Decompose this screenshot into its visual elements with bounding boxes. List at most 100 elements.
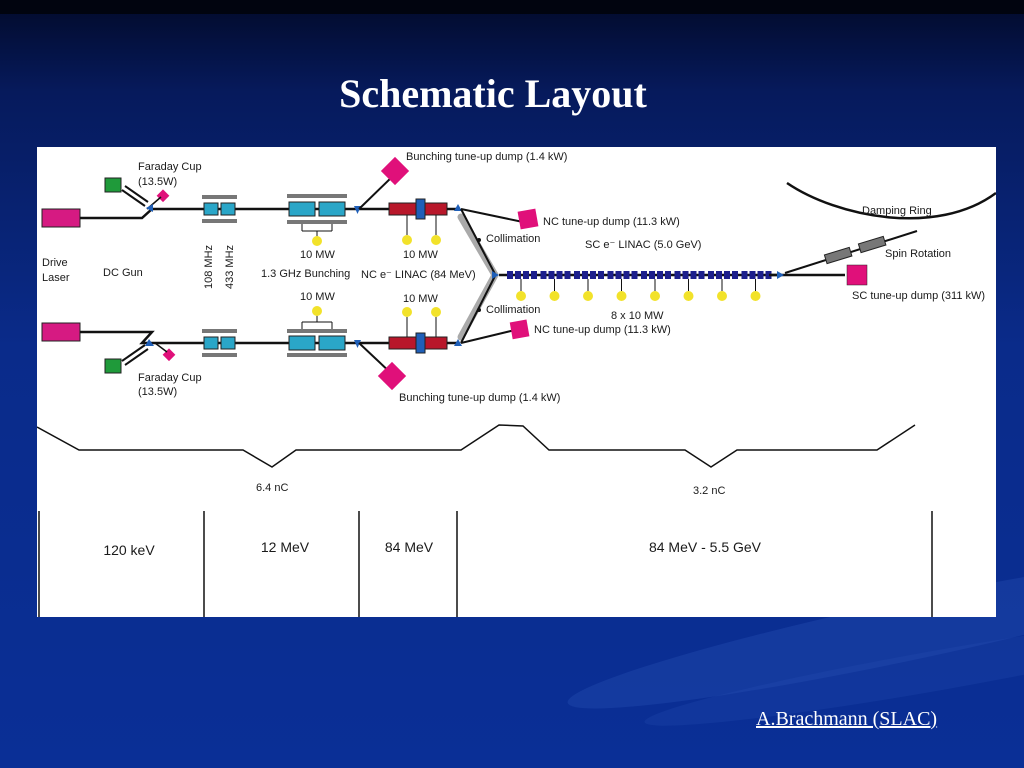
sc-linac bbox=[507, 271, 777, 301]
sc-cavity bbox=[674, 271, 681, 279]
faraday-dump-top bbox=[156, 189, 170, 203]
bunching-dump-label: Bunching tune-up dump (1.4 kW) bbox=[399, 392, 560, 404]
klystron bbox=[402, 307, 412, 317]
sc-cavity bbox=[531, 271, 537, 279]
klystron bbox=[616, 291, 627, 301]
energy-table: 120 keV 12 MeV 84 MeV 84 MeV - 5.5 GeV bbox=[38, 511, 933, 617]
sc-linac-label: SC e⁻ LINAC (5.0 GeV) bbox=[585, 239, 701, 251]
sc-cavity bbox=[724, 271, 730, 279]
top-beamline bbox=[41, 156, 539, 246]
slide-title: Schematic Layout bbox=[339, 71, 647, 116]
sc-cavity bbox=[716, 271, 722, 279]
klystron bbox=[750, 291, 761, 301]
sc-cavity bbox=[665, 271, 671, 279]
sc-power-label: 8 x 10 MW bbox=[611, 310, 664, 322]
charge-label: 3.2 nC bbox=[693, 485, 725, 497]
sc-dump bbox=[846, 264, 868, 286]
drive-laser-bottom bbox=[41, 322, 81, 342]
bunching-label: 1.3 GHz Bunching bbox=[261, 268, 350, 280]
power-label: 10 MW bbox=[403, 293, 438, 305]
collimation-label: Collimation bbox=[486, 304, 540, 316]
faraday-cup-top bbox=[104, 177, 122, 193]
spin-rotation-label: Spin Rotation bbox=[885, 248, 951, 260]
sc-cavity bbox=[749, 271, 756, 279]
energy-cell: 84 MeV bbox=[385, 539, 434, 555]
sc-cavity bbox=[641, 271, 647, 279]
mhz-433-label: 433 MHz bbox=[224, 245, 236, 289]
quad-marker bbox=[454, 204, 462, 211]
sc-cavity bbox=[615, 271, 622, 279]
nc-dump-bottom bbox=[509, 319, 530, 340]
klystron bbox=[312, 306, 322, 316]
klystron bbox=[431, 235, 441, 245]
buncher-1300mhz bbox=[318, 201, 346, 217]
klystron bbox=[717, 291, 727, 301]
spin-rotator bbox=[857, 235, 887, 254]
nc-linac-label: NC e⁻ LINAC (84 MeV) bbox=[361, 269, 476, 281]
sc-cavity bbox=[682, 271, 689, 279]
quad-marker bbox=[777, 271, 784, 279]
sc-cavity bbox=[765, 271, 772, 279]
sc-cavity bbox=[698, 271, 705, 279]
spin-rotator bbox=[823, 246, 853, 265]
drive-laser-label: Drive bbox=[42, 257, 68, 269]
sc-cavity bbox=[523, 271, 529, 279]
top-bar bbox=[0, 0, 1024, 14]
klystron bbox=[583, 291, 593, 301]
quad-marker bbox=[145, 339, 154, 346]
klystron bbox=[431, 307, 441, 317]
sc-cavity bbox=[732, 271, 738, 279]
faraday-cup-power: (13.5W) bbox=[138, 176, 177, 188]
sc-cavity bbox=[582, 271, 588, 279]
sc-cavity bbox=[507, 271, 513, 279]
sc-cavity bbox=[623, 271, 630, 279]
sc-cavity bbox=[631, 271, 638, 279]
sc-cavity bbox=[649, 271, 655, 279]
drive-laser-top bbox=[41, 208, 81, 228]
sc-dump-label: SC tune-up dump (311 kW) bbox=[852, 290, 985, 302]
buncher-1300mhz bbox=[288, 201, 316, 217]
schematic-panel: Faraday Cup (13.5W) Faraday Cup (13.5W) … bbox=[37, 147, 996, 617]
bunching-dump-top bbox=[380, 156, 410, 186]
quad-marker bbox=[454, 339, 462, 346]
klystron bbox=[683, 291, 694, 301]
energy-cell: 12 MeV bbox=[261, 539, 310, 555]
sc-cavity bbox=[741, 271, 748, 279]
dc-gun-label: DC Gun bbox=[103, 267, 143, 279]
faraday-cup-label: Faraday Cup bbox=[138, 372, 202, 384]
sc-cavity bbox=[540, 271, 547, 279]
damping-ring bbox=[786, 181, 996, 220]
klystron bbox=[516, 291, 526, 301]
sc-cavity bbox=[564, 271, 571, 279]
bottom-beamline bbox=[41, 306, 530, 391]
nc-dump-label: NC tune-up dump (11.3 kW) bbox=[543, 216, 680, 228]
sc-cavity bbox=[548, 271, 555, 279]
merge-section bbox=[457, 208, 507, 344]
faraday-cup-label: Faraday Cup bbox=[138, 161, 202, 173]
drive-laser-label: Laser bbox=[42, 272, 70, 284]
bunching-dump-label: Bunching tune-up dump (1.4 kW) bbox=[406, 151, 567, 163]
charge-label: 6.4 nC bbox=[256, 482, 288, 494]
quad-marker bbox=[146, 204, 153, 212]
klystron bbox=[549, 291, 560, 301]
mhz-108-label: 108 MHz bbox=[203, 245, 215, 289]
nc-dump-label: NC tune-up dump (11.3 kW) bbox=[534, 324, 671, 336]
collimation-label: Collimation bbox=[486, 233, 540, 245]
klystron bbox=[402, 235, 412, 245]
schematic-diagram: Faraday Cup (13.5W) Faraday Cup (13.5W) … bbox=[37, 151, 996, 617]
faraday-cup-power: (13.5W) bbox=[138, 386, 177, 398]
sc-cavity bbox=[607, 271, 614, 279]
power-label: 10 MW bbox=[403, 249, 438, 261]
buncher-108mhz bbox=[203, 202, 219, 216]
quad-marker bbox=[492, 271, 499, 279]
bunch-train-line bbox=[37, 424, 916, 468]
energy-cell: 84 MeV - 5.5 GeV bbox=[649, 539, 762, 555]
sc-cavity bbox=[690, 271, 697, 279]
sc-cavity bbox=[556, 271, 563, 279]
power-label: 10 MW bbox=[300, 249, 335, 261]
author-credit[interactable]: A.Brachmann (SLAC) bbox=[756, 708, 938, 730]
power-label: 10 MW bbox=[300, 291, 335, 303]
beam-line bbox=[80, 207, 389, 220]
sc-cavity bbox=[598, 271, 604, 279]
sc-cavity bbox=[708, 271, 714, 279]
